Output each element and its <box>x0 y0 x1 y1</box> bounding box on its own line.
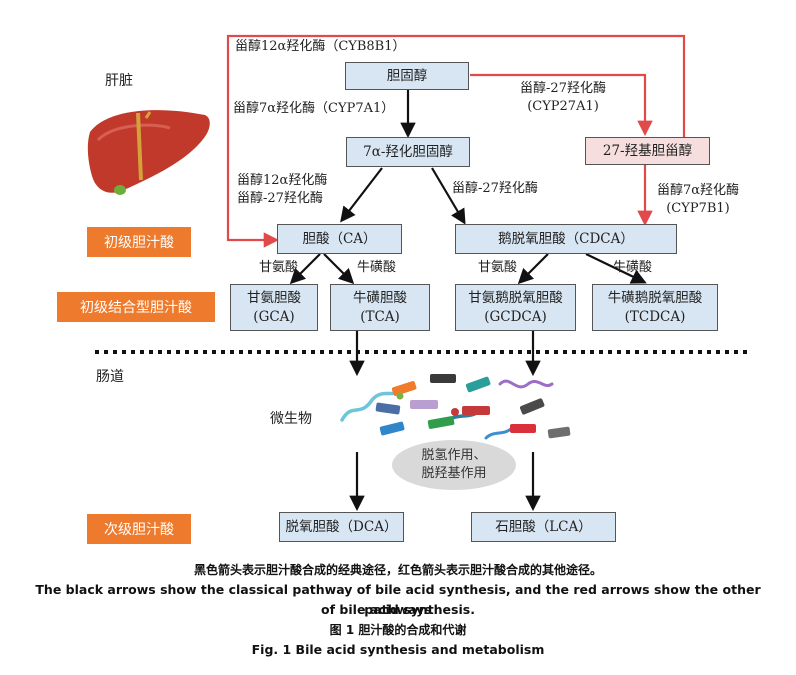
gca-name: 甘氨胆酸 <box>247 289 301 306</box>
glycine-label-left: 甘氨酸 <box>259 260 299 275</box>
intestine-label: 肠道 <box>96 369 124 385</box>
enzyme-cyp7a1: 甾醇7α羟化酶（CYP7A1） <box>233 101 395 116</box>
caption-en-legend-line2: of bile acid synthesis. <box>321 602 475 617</box>
enzyme-cyp27a1-name: 甾醇-27羟化酶 <box>520 81 606 96</box>
enzyme-cyp7b1: 甾醇7α羟化酶 (CYP7B1) <box>648 182 748 218</box>
tca-name: 牛磺胆酸 <box>353 289 407 306</box>
tcdca-name: 牛磺鹅脱氧胆酸 <box>607 289 703 306</box>
arrow-ca-to-gca <box>289 253 321 285</box>
node-cholesterol: 胆固醇 <box>345 62 469 90</box>
microbe-illustration <box>340 374 571 440</box>
liver-label: 肝脏 <box>105 73 133 89</box>
caption-zh-legend: 黑色箭头表示胆汁酸合成的经典途径，红色箭头表示胆汁酸合成的其他途径。 <box>193 563 602 577</box>
node-tca: 牛磺胆酸 (TCA) <box>330 284 430 331</box>
process-dehydroxylation: 脱羟基作用 <box>421 466 487 481</box>
caption-zh-figure-title: 图 1 胆汁酸的合成和代谢 <box>329 623 467 637</box>
caption-en-legend-line1: The black arrows show the classical path… <box>35 582 761 617</box>
gcdca-name: 甘氨鹅脱氧胆酸 <box>468 289 563 306</box>
node-cdca: 鹅脱氧胆酸（CDCA） <box>455 224 677 254</box>
node-gcdca: 甘氨鹅脱氧胆酸 (GCDCA) <box>455 284 576 331</box>
category-primary-bile-acid: 初级胆汁酸 <box>87 227 191 257</box>
tca-abbr: (TCA) <box>360 308 400 325</box>
liver-icon <box>87 110 210 195</box>
taurine-label-right: 牛磺酸 <box>613 260 653 275</box>
red-arrow-cyp8b1-loop <box>226 34 686 248</box>
gcdca-abbr: (GCDCA) <box>484 308 547 325</box>
arrow-7a-to-cdca <box>431 167 466 225</box>
enzyme-cyp7b1-code: (CYP7B1) <box>666 201 730 216</box>
node-gca: 甘氨胆酸 (GCA) <box>230 284 318 331</box>
caption-en-figure-title: Fig. 1 Bile acid synthesis and metabolis… <box>251 642 545 657</box>
node-27-hydroxycholesterol: 27-羟基胆甾醇 <box>585 137 710 165</box>
category-primary-conjugated: 初级结合型胆汁酸 <box>57 292 215 322</box>
arrow-ca-to-tca <box>323 253 355 285</box>
node-tcdca: 牛磺鹅脱氧胆酸 (TCDCA) <box>592 284 718 331</box>
category-secondary-bile-acid: 次级胆汁酸 <box>87 514 191 544</box>
node-lca: 石胆酸（LCA） <box>471 512 616 542</box>
enzyme-cyp7b1-name: 甾醇7α羟化酶 <box>656 183 740 198</box>
enzyme-12a-hydroxylase: 甾醇12α羟化酶 <box>237 173 328 188</box>
enzyme-cyp8b1-top: 甾醇12α羟化酶（CYB8B1） <box>235 39 406 54</box>
alternative-pathway-arrows <box>226 34 686 248</box>
enzyme-mid-left: 甾醇12α羟化酶 甾醇-27羟化酶 <box>237 172 327 208</box>
tcdca-abbr: (TCDCA) <box>624 308 686 325</box>
microbial-process-oval: 脱氢作用、 脱羟基作用 <box>392 440 516 490</box>
enzyme-27-hydroxylase: 甾醇-27羟化酶 <box>237 191 323 206</box>
node-dca: 脱氧胆酸（DCA） <box>279 512 404 542</box>
arrow-cdca-to-gcdca <box>517 253 549 285</box>
enzyme-cyp27a1-code: (CYP27A1) <box>527 99 599 114</box>
node-ca: 胆酸（CA） <box>277 224 402 254</box>
arrow-cdca-to-tcdca <box>585 253 647 284</box>
enzyme-cyp27a1: 甾醇-27羟化酶 (CYP27A1) <box>508 80 618 116</box>
red-arrow-to-27-hydroxy <box>470 73 653 137</box>
node-7a-hydroxycholesterol: 7α-羟化胆固醇 <box>346 137 470 167</box>
taurine-label-left: 牛磺酸 <box>357 260 397 275</box>
gca-abbr: (GCA) <box>253 308 295 325</box>
process-dehydrogenation: 脱氢作用、 <box>421 448 487 463</box>
enzyme-27-right: 甾醇-27羟化酶 <box>452 181 538 196</box>
arrow-7a-to-ca <box>340 167 383 223</box>
microbe-label: 微生物 <box>270 411 312 427</box>
glycine-label-right: 甘氨酸 <box>478 260 518 275</box>
